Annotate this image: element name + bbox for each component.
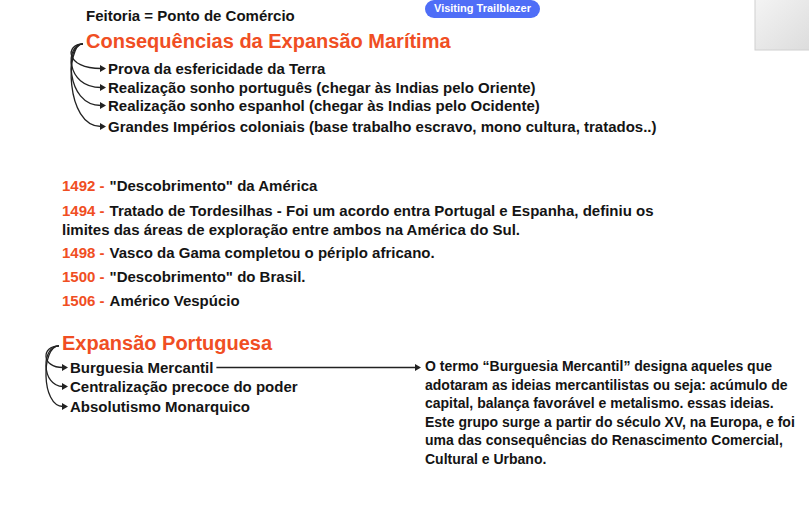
timeline-event: "Descobrimento" do Brasil.: [110, 268, 306, 285]
branch-item: Prova da esfericidade da Terra: [108, 59, 325, 78]
timeline-year: 1494 -: [62, 202, 105, 219]
node-text: Expansão Portuguesa: [62, 331, 272, 355]
connector-line: [46, 346, 63, 387]
timeline-event: Tratado de Tordesilhas - Foi um acordo e…: [62, 202, 654, 238]
arrow-head: [100, 65, 106, 72]
node-text: Absolutismo Monarquico: [70, 397, 250, 416]
timeline-row: 1498 - Vasco da Gama completou o périplo …: [62, 243, 702, 262]
node-text: Consequências da Expansão Marítima: [86, 29, 451, 53]
connector: [71, 44, 106, 109]
note-label: Feitoria = Ponto de Comércio: [86, 7, 295, 24]
note-paragraph: O termo “Burguesia Mercantil” designa aq…: [425, 357, 807, 468]
node-text: Realização sonho português (chegar às In…: [108, 78, 536, 97]
connector: [46, 346, 68, 410]
branch-item: Burguesia Mercantil: [70, 358, 213, 377]
arrow-head: [62, 383, 68, 390]
timeline-row: 1506 - Américo Vespúcio: [62, 291, 702, 310]
arrow-head: [62, 403, 68, 410]
status-badge: Visiting Trailblazer: [425, 0, 540, 18]
timeline-event: Vasco da Gama completou o périplo africa…: [110, 244, 435, 261]
branch-item: Centralização precoce do poder: [70, 377, 298, 396]
topic-heading: Expansão Portuguesa: [62, 331, 272, 355]
timeline-row: 1500 - "Descobrimento" do Brasil.: [62, 267, 702, 286]
branch-item: Absolutismo Monarquico: [70, 397, 250, 416]
branch-item: Grandes Impérios coloniais (base trabalh…: [108, 117, 656, 136]
timeline-year: 1500 -: [62, 268, 105, 285]
arrow-head: [100, 123, 106, 130]
thumbnail-image: [755, 0, 809, 50]
arrow-head: [415, 364, 421, 371]
branch-item: Realização sonho espanhol (chegar às Ind…: [108, 96, 540, 115]
timeline-year: 1506 -: [62, 292, 105, 309]
timeline-event: Américo Vespúcio: [110, 292, 240, 309]
timeline-row: 1494 -Tratado de Tordesilhas - Foi um ac…: [62, 201, 702, 239]
connector: [71, 44, 106, 130]
connector-line: [71, 44, 101, 106]
arrow-head: [62, 364, 68, 371]
node-text: Realização sonho espanhol (chegar às Ind…: [108, 96, 540, 115]
node-text: Burguesia Mercantil: [70, 358, 213, 377]
node-text: Prova da esfericidade da Terra: [108, 59, 325, 78]
connector-line: [216, 367, 416, 368]
connector-line: [71, 44, 101, 127]
arrow-head: [100, 84, 106, 91]
node-text: Centralização precoce do poder: [70, 377, 298, 396]
branch-item: Realização sonho português (chegar às In…: [108, 78, 536, 97]
arrow-head: [100, 102, 106, 109]
connector-line: [46, 346, 63, 407]
node-text: Visiting Trailblazer: [434, 1, 531, 16]
timeline-year: 1498 -: [62, 244, 105, 261]
label-line: Feitoria = Ponto de Comércio: [86, 6, 295, 25]
timeline-event: "Descobrimento" da América: [110, 177, 318, 194]
topic-heading: Consequências da Expansão Marítima: [86, 29, 451, 53]
timeline-year: 1492 -: [62, 177, 105, 194]
timeline-row: 1492 - "Descobrimento" da América: [62, 176, 702, 195]
node-text: O termo “Burguesia Mercantil” designa aq…: [425, 357, 807, 468]
node-text: Grandes Impérios coloniais (base trabalh…: [108, 117, 656, 136]
connector: [216, 364, 421, 371]
